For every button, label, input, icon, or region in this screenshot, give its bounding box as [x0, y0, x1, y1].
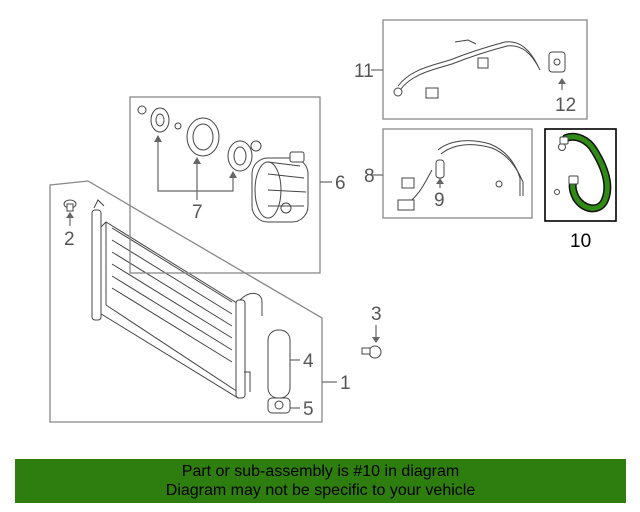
callout-8: 8 [364, 166, 375, 187]
callout-11: 11 [354, 61, 374, 82]
callout-4: 4 [303, 351, 314, 372]
hose-panel-8 [371, 128, 533, 219]
callout-3: 3 [371, 304, 382, 325]
callout-9: 9 [434, 190, 445, 211]
bolt-part-3 [361, 325, 382, 359]
callout-2: 2 [64, 229, 75, 250]
bolt-part-2 [63, 199, 77, 226]
drier-cap [267, 397, 300, 414]
callout-6: 6 [335, 173, 346, 194]
receiver-drier [267, 329, 300, 399]
callout-7: 7 [192, 202, 203, 223]
highlighted-hose-panel [544, 128, 617, 222]
notice-banner: Part or sub-assembly is #10 in diagram D… [15, 459, 626, 503]
hose-panel-11 [371, 19, 588, 120]
callout-12: 12 [555, 95, 576, 116]
banner-line-2: Diagram may not be specific to your vehi… [165, 482, 476, 499]
banner-line-1: Part or sub-assembly is #10 in diagram [181, 463, 460, 480]
callout-5: 5 [303, 399, 314, 420]
condenser-panel [49, 180, 337, 423]
compressor-panel [129, 96, 332, 274]
callout-1: 1 [340, 373, 351, 394]
callout-10: 10 [570, 231, 591, 252]
parts-diagram: 1 2 3 4 5 6 7 8 9 10 11 12 [49, 19, 617, 423]
